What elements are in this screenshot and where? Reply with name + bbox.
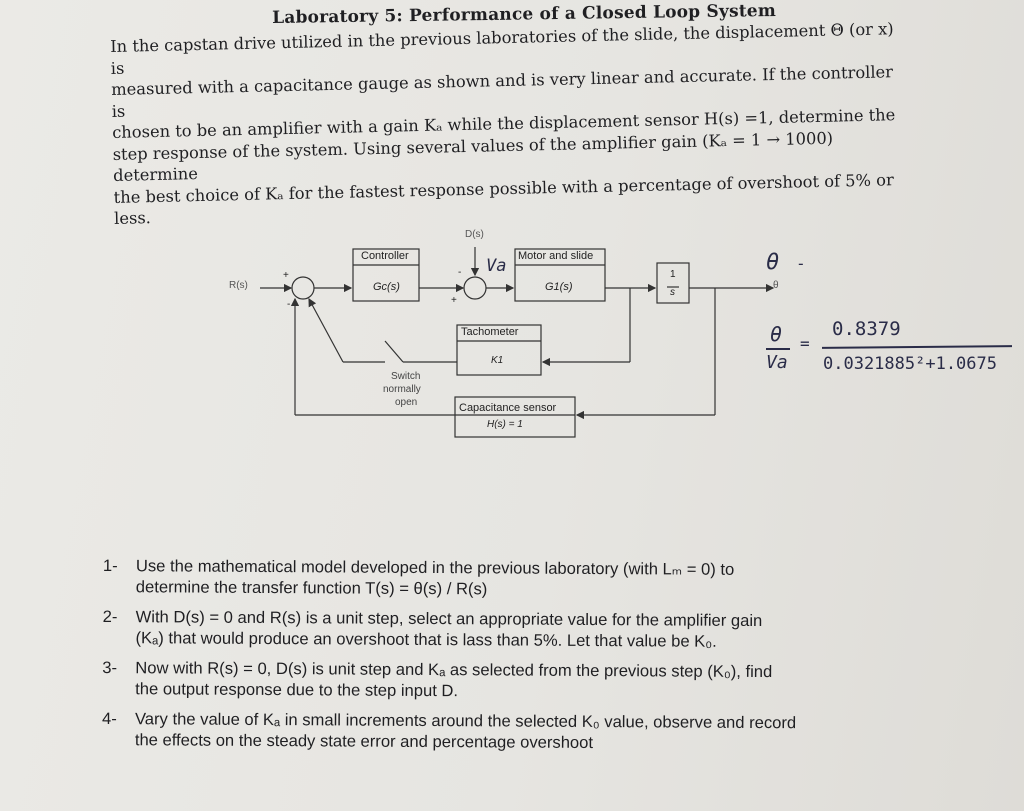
question-number: 2- <box>102 606 118 627</box>
plus-sign: + <box>283 270 289 281</box>
motor-tf: G1(s) <box>545 281 573 293</box>
controller-title: Controller <box>361 250 409 262</box>
question-number: 4- <box>101 708 117 729</box>
minus-sign: - <box>458 267 462 278</box>
question-item: 3- Now with R(s) = 0, D(s) is unit step … <box>102 657 902 704</box>
intro-paragraph: In the capstan drive utilized in the pre… <box>110 18 904 229</box>
tachometer-block <box>456 324 542 376</box>
equation-lhs-numerator: θ <box>770 322 783 346</box>
motor-title: Motor and slide <box>518 250 594 262</box>
equation-rhs-fraction-bar <box>821 345 1013 349</box>
sensor-title: Capacitance sensor <box>459 402 557 414</box>
question-line: determine the transfer function T(s) = θ… <box>135 577 488 599</box>
integrator-numerator: 1 <box>670 269 676 280</box>
question-item: 1- Use the mathematical model developed … <box>103 555 903 602</box>
equation-rhs-numerator: 0.8379 <box>832 318 901 340</box>
question-number: 3- <box>102 657 118 678</box>
handwritten-theta: θ <box>766 250 780 275</box>
controller-tf: Gc(s) <box>373 281 400 293</box>
tachometer-title: Tachometer <box>461 326 519 338</box>
question-item: 2- With D(s) = 0 and R(s) is a unit step… <box>102 606 902 653</box>
equation-lhs-denominator: Va <box>766 352 788 373</box>
question-list: 1- Use the mathematical model developed … <box>102 555 903 764</box>
summing-junction-2 <box>463 276 487 300</box>
sensor-block <box>454 396 576 438</box>
block-diagram-lines <box>260 247 775 438</box>
output-label: θ <box>773 280 779 291</box>
switch-label: Switch <box>391 371 421 382</box>
minus-sign: - <box>287 299 291 310</box>
integrator-block <box>656 262 690 304</box>
switch-label: open <box>395 397 418 408</box>
equation-lhs-fraction-bar <box>766 348 790 350</box>
equation-rhs-denominator: 0.0321885²+1.0675 <box>823 354 997 374</box>
controller-block <box>352 248 420 302</box>
question-number: 1- <box>102 556 118 576</box>
switch-label: normally <box>383 384 421 395</box>
question-line: the output response due to the step inpu… <box>135 679 459 701</box>
handwritten-dash: - <box>796 254 806 273</box>
summing-junction-1 <box>291 276 315 300</box>
plus-sign: + <box>451 295 457 306</box>
input-label: R(s) <box>229 280 248 291</box>
integrator-denominator: s <box>670 287 675 298</box>
disturbance-label: D(s) <box>465 229 484 240</box>
sensor-tf: H(s) = 1 <box>487 419 523 430</box>
motor-block <box>514 248 606 302</box>
equation-equals: = <box>800 334 810 353</box>
tachometer-gain: K1 <box>491 355 504 366</box>
question-item: 4- Vary the value of Kₐ in small increme… <box>102 708 902 755</box>
block-diagram: R(s) + - D(s) - + Controller Gc(s) Motor… <box>225 225 785 445</box>
handwritten-va: Va <box>486 256 507 276</box>
question-line: (Kₐ) that would produce an overshoot tha… <box>135 628 717 651</box>
